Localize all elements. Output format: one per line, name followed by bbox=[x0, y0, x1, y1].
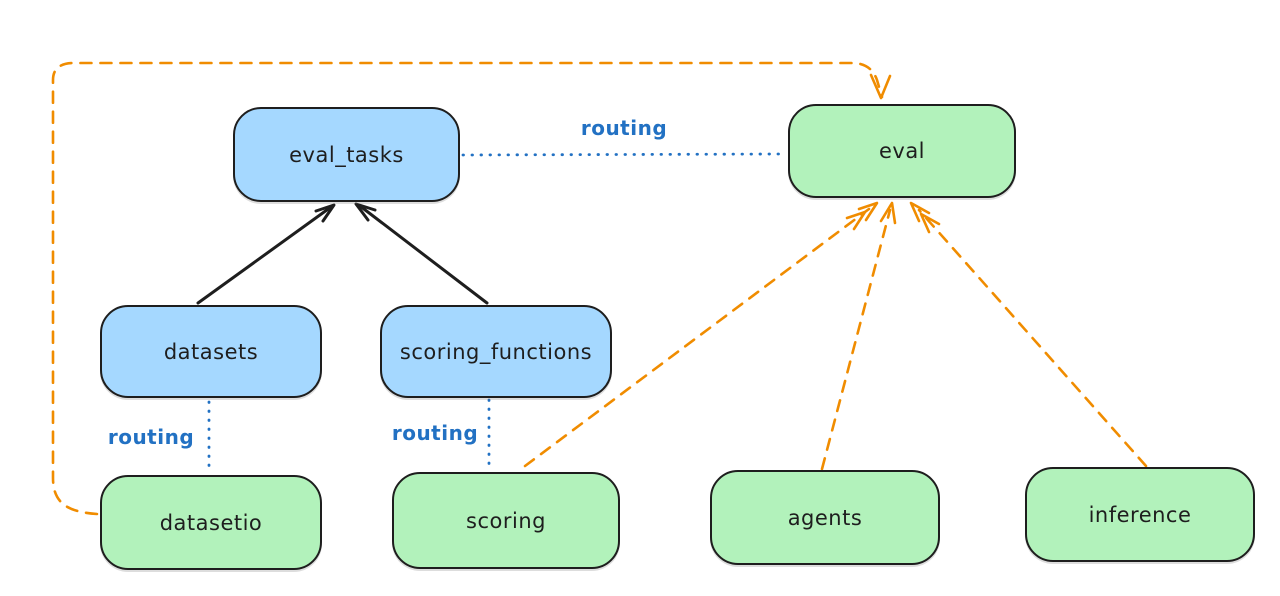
node-eval-label: eval bbox=[878, 139, 926, 163]
node-datasetio-label: datasetio bbox=[159, 510, 263, 535]
edge-inference-to-eval bbox=[909, 201, 1148, 468]
node-eval-tasks: eval_tasks bbox=[233, 107, 460, 202]
node-eval: eval bbox=[788, 104, 1016, 198]
node-agents: agents bbox=[710, 470, 940, 565]
routing-label-datasets: routing bbox=[107, 425, 195, 449]
edge-datasetio-loop-to-eval bbox=[51, 61, 892, 516]
routing-label-top: routing bbox=[580, 116, 668, 140]
node-scoring: scoring bbox=[392, 472, 620, 569]
node-datasetio: datasetio bbox=[100, 475, 322, 570]
routing-label-scoring: routing bbox=[391, 421, 479, 445]
node-eval-tasks-label: eval_tasks bbox=[289, 142, 404, 167]
edge-routing-eval-tasks-to-eval bbox=[461, 152, 787, 157]
edge-scoring-to-eval bbox=[523, 201, 879, 468]
edge-datasets-to-eval-tasks bbox=[196, 203, 336, 305]
edge-scoring-functions-to-eval-tasks bbox=[354, 202, 489, 305]
node-inference-label: inference bbox=[1088, 502, 1192, 527]
node-inference: inference bbox=[1025, 467, 1255, 562]
node-datasets-label: datasets bbox=[163, 339, 259, 364]
node-scoring-functions-label: scoring_functions bbox=[399, 339, 593, 364]
node-datasets: datasets bbox=[100, 305, 322, 398]
node-scoring-functions: scoring_functions bbox=[380, 305, 612, 398]
edge-agents-to-eval bbox=[820, 201, 897, 471]
node-agents-label: agents bbox=[787, 505, 863, 530]
node-scoring-label: scoring bbox=[466, 508, 546, 533]
